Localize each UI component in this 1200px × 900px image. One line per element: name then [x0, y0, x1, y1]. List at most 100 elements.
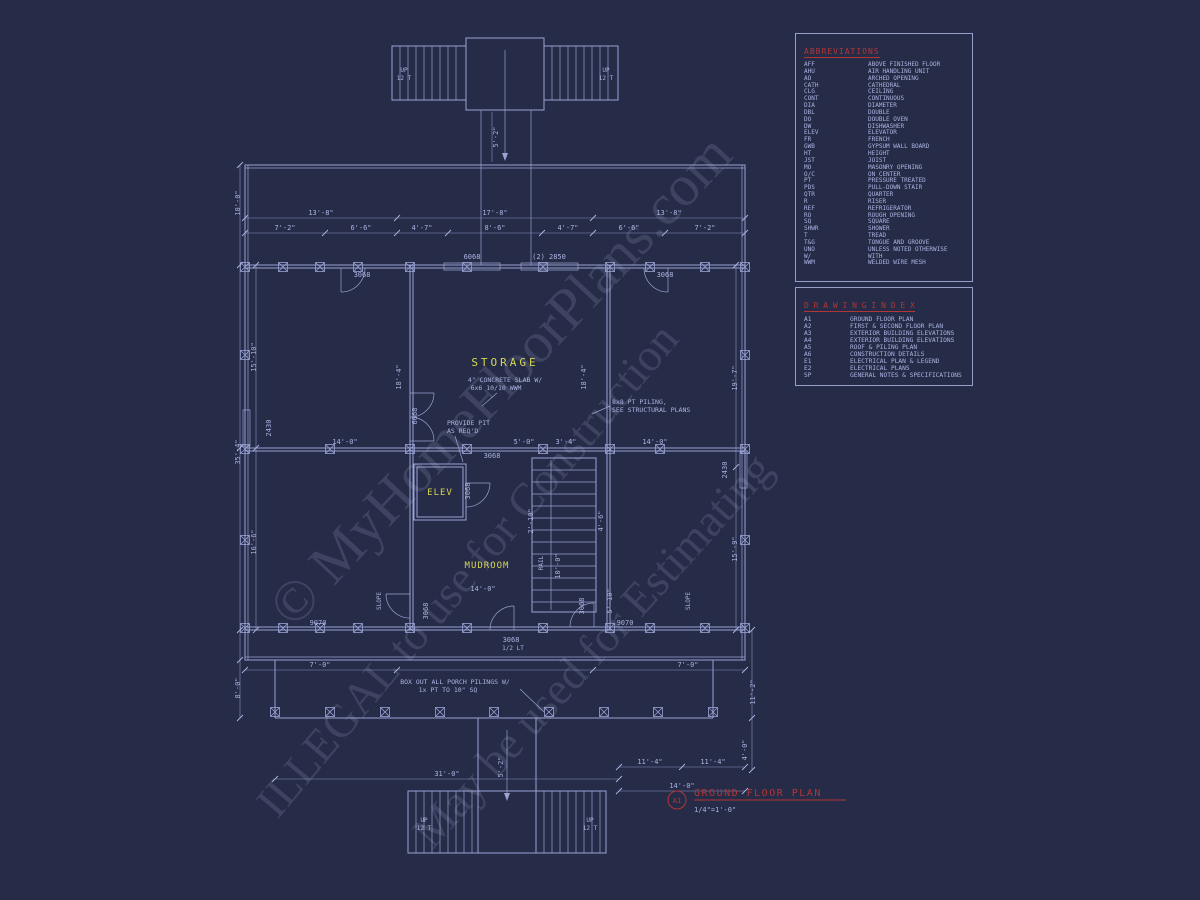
- window-2850-pair: [520, 262, 579, 271]
- stair-treads-label: 12 T: [583, 825, 598, 832]
- bottom-right-flight: [535, 790, 607, 854]
- piling-marker: [538, 623, 548, 633]
- dim-label: 3068: [578, 598, 586, 615]
- abbreviation-meaning: UNLESS NOTED OTHERWISE: [868, 245, 948, 253]
- abbreviation-code: DO: [804, 115, 812, 123]
- abbreviation-meaning: SHOWER: [868, 225, 890, 233]
- abbreviation-meaning: ROUGH OPENING: [868, 211, 915, 219]
- abbreviation-code: PDS: [804, 184, 815, 192]
- dim-label: 6'-6": [618, 224, 639, 232]
- note-porch-line2: 1x PT TO 10" SQ: [419, 686, 478, 694]
- dim-label: 14'-0": [669, 782, 694, 790]
- sheet-name: ELECTRICAL PLAN & LEGEND: [850, 358, 940, 365]
- dim-label: 8'-0": [234, 677, 242, 698]
- dim-label: 14'-0": [642, 438, 667, 446]
- abbreviation-meaning: JOIST: [868, 156, 887, 164]
- abbreviation-meaning: MASONRY OPENING: [868, 163, 923, 171]
- abbreviation-code: DIA: [804, 102, 815, 110]
- abbreviation-code: CATH: [804, 81, 819, 89]
- abbreviation-meaning: WELDED WIRE MESH: [868, 259, 926, 267]
- bottom-left-flight: [407, 790, 479, 854]
- abbreviation-code: CLG: [804, 88, 815, 96]
- note-pit-line2: AS REQ'D: [447, 427, 478, 435]
- label-slope-left: SLOPE: [376, 592, 383, 610]
- piling-marker: [599, 707, 609, 717]
- dim-label: 10'-0": [234, 190, 242, 215]
- walls-and-beams: [242, 164, 748, 719]
- abbreviation-meaning: ABOVE FINISHED FLOOR: [868, 61, 941, 68]
- stair-up-label: UP: [602, 67, 610, 74]
- sheet-name: GENERAL NOTES & SPECIFICATIONS: [850, 372, 962, 379]
- dim-label: 4'-7": [557, 224, 578, 232]
- note-pit-line1: PROVIDE PIT: [447, 419, 490, 427]
- abbreviation-code: T: [804, 232, 808, 240]
- dim-label: 5'-0": [513, 438, 534, 446]
- abbreviation-code: R: [804, 197, 808, 205]
- dim-label: 31'-0": [434, 770, 459, 778]
- deck-left-door-swing: [385, 593, 411, 619]
- abbreviation-meaning: ON CENTER: [868, 170, 901, 178]
- dim-label: 13'-8": [308, 209, 333, 217]
- abbreviation-row: W/WITH: [804, 253, 964, 261]
- bottom-center-door-swing: [489, 605, 515, 631]
- abbreviation-code: AO: [804, 74, 812, 82]
- note-piling-line2: SEE STRUCTURAL PLANS: [612, 406, 690, 414]
- stair-treads-label: 12 T: [599, 75, 614, 82]
- title-block: A1 GROUND FLOOR PLAN 1/4"=1'-0": [667, 788, 846, 814]
- room-label-mudroom: MUDROOM: [465, 561, 510, 571]
- abbreviation-code: HT: [804, 149, 812, 157]
- abbreviation-code: JST: [804, 156, 815, 164]
- abbreviation-meaning: CATHEDRAL: [868, 81, 901, 89]
- dim-label: 3'-4": [555, 438, 576, 446]
- dim-label: 2430: [721, 462, 729, 479]
- dim-label: 9070: [310, 619, 327, 627]
- piling-marker: [353, 623, 363, 633]
- interior-treads: [532, 469, 596, 603]
- abbreviation-code: UNO: [804, 245, 815, 253]
- dim-label: 3068: [464, 483, 472, 500]
- stair-treads-label: 12 T: [397, 75, 412, 82]
- bottom-left-treads: [415, 791, 473, 853]
- abbreviation-code: FR: [804, 136, 812, 144]
- left-interior-wall: [409, 265, 414, 630]
- note-leaders: [454, 392, 611, 713]
- dim-label: 3068: [422, 603, 430, 620]
- window-left-2430: [242, 409, 251, 447]
- front-left-door-swing: [340, 267, 366, 293]
- dim-label: 14'-0": [470, 585, 495, 593]
- piling-marker: [653, 707, 663, 717]
- abbreviation-code: DBL: [804, 108, 815, 116]
- piling-marker: [462, 444, 472, 454]
- detail-bubble: [667, 790, 687, 810]
- dim-label: 2430: [265, 420, 273, 437]
- abbreviation-meaning: DISHWASHER: [868, 122, 905, 130]
- door-swings: [340, 267, 669, 631]
- abbreviation-meaning: AIR HANDLING UNIT: [868, 67, 930, 75]
- top-right-flight: [543, 45, 619, 101]
- window-6068: [443, 262, 501, 271]
- dim-label: 7'-0": [677, 661, 698, 669]
- label-bottom-door: 3068: [503, 636, 520, 644]
- abbreviation-code: T&G: [804, 238, 815, 246]
- dimension-lines: [236, 112, 756, 795]
- sheet-name: EXTERIOR BUILDING ELEVATIONS: [850, 330, 955, 337]
- sheet-code: A5: [804, 344, 812, 351]
- abbreviation-code: PT: [804, 177, 812, 185]
- dim-label: 14'-0": [332, 438, 357, 446]
